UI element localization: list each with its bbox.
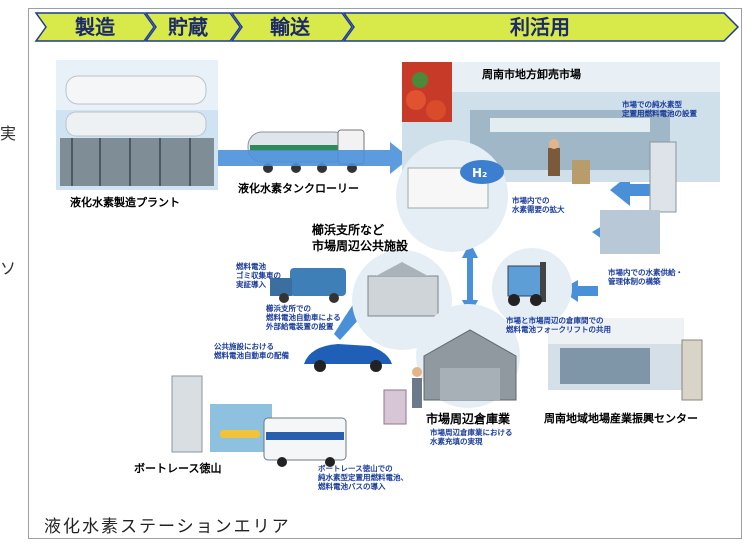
label-public: 櫛浜支所など 市場周辺公共施設 [312,223,409,253]
stage-band [34,12,740,42]
h2-sign [460,160,504,184]
flow-arrow-warehouse [462,242,478,316]
public-building [367,275,439,317]
note-market-supply: 市場内での水素供給・ 管理体制の構築 [608,268,683,286]
market-supply-image [600,210,660,254]
stage-manufacture: 製造 [75,15,115,39]
stage-utilization: 利活用 [510,15,570,39]
svg-text:H₂: H₂ [472,166,487,180]
label-market: 周南市地方卸売市場 [482,68,581,81]
note-fcv-power: 櫛浜支所での 燃料電池自動車による 外部給電装置の設置 [266,304,341,331]
note-market-fc: 市場での純水素型 定置用燃料電池の設置 [622,100,697,118]
side-char-1: 実 [0,124,17,143]
market-image [402,62,720,182]
center-image [548,318,703,401]
label-boatrace: ボートレース徳山 [134,462,222,475]
fcv-car [304,344,392,364]
boatrace-image [171,375,347,467]
note-market-demand: 市場内での 水素需要の拡大 [512,196,565,214]
fc-garbage-truck [290,268,346,296]
label-plant: 液化水素製造プラント [70,196,180,209]
market-fc-unit [649,141,677,213]
side-char-2: ソ [0,259,17,278]
flow-arrow-transport [218,142,410,174]
note-forklift: 市場と市場周辺の倉庫間での 燃料電池フォークリフトの共用 [506,316,611,334]
note-fcv-public: 公共施設における 燃料電池自動車の配備 [214,342,289,360]
stage-storage: 貯蔵 [168,15,208,39]
center-fc-unit [681,339,703,401]
note-boatrace: ボートレース徳山での 純水素型定置用燃料電池、 燃料電池バスの導入 [318,464,408,491]
label-center: 周南地域地場産業振興センター [544,412,698,425]
warehouse-charger [383,389,407,425]
label-warehouse: 市場周辺倉庫業 [426,412,511,426]
label-tanker: 液化水素タンクローリー [238,182,359,195]
plant-image [56,60,218,190]
footer-area-title: 液化水素ステーションエリア [44,517,291,537]
note-warehouse-charge: 市場周辺倉庫業における 水素充填の実現 [430,428,513,446]
stage-transport: 輸送 [270,15,310,39]
note-garbage-truck: 燃料電池 ゴミ収集車の 実証導入 [236,262,281,289]
